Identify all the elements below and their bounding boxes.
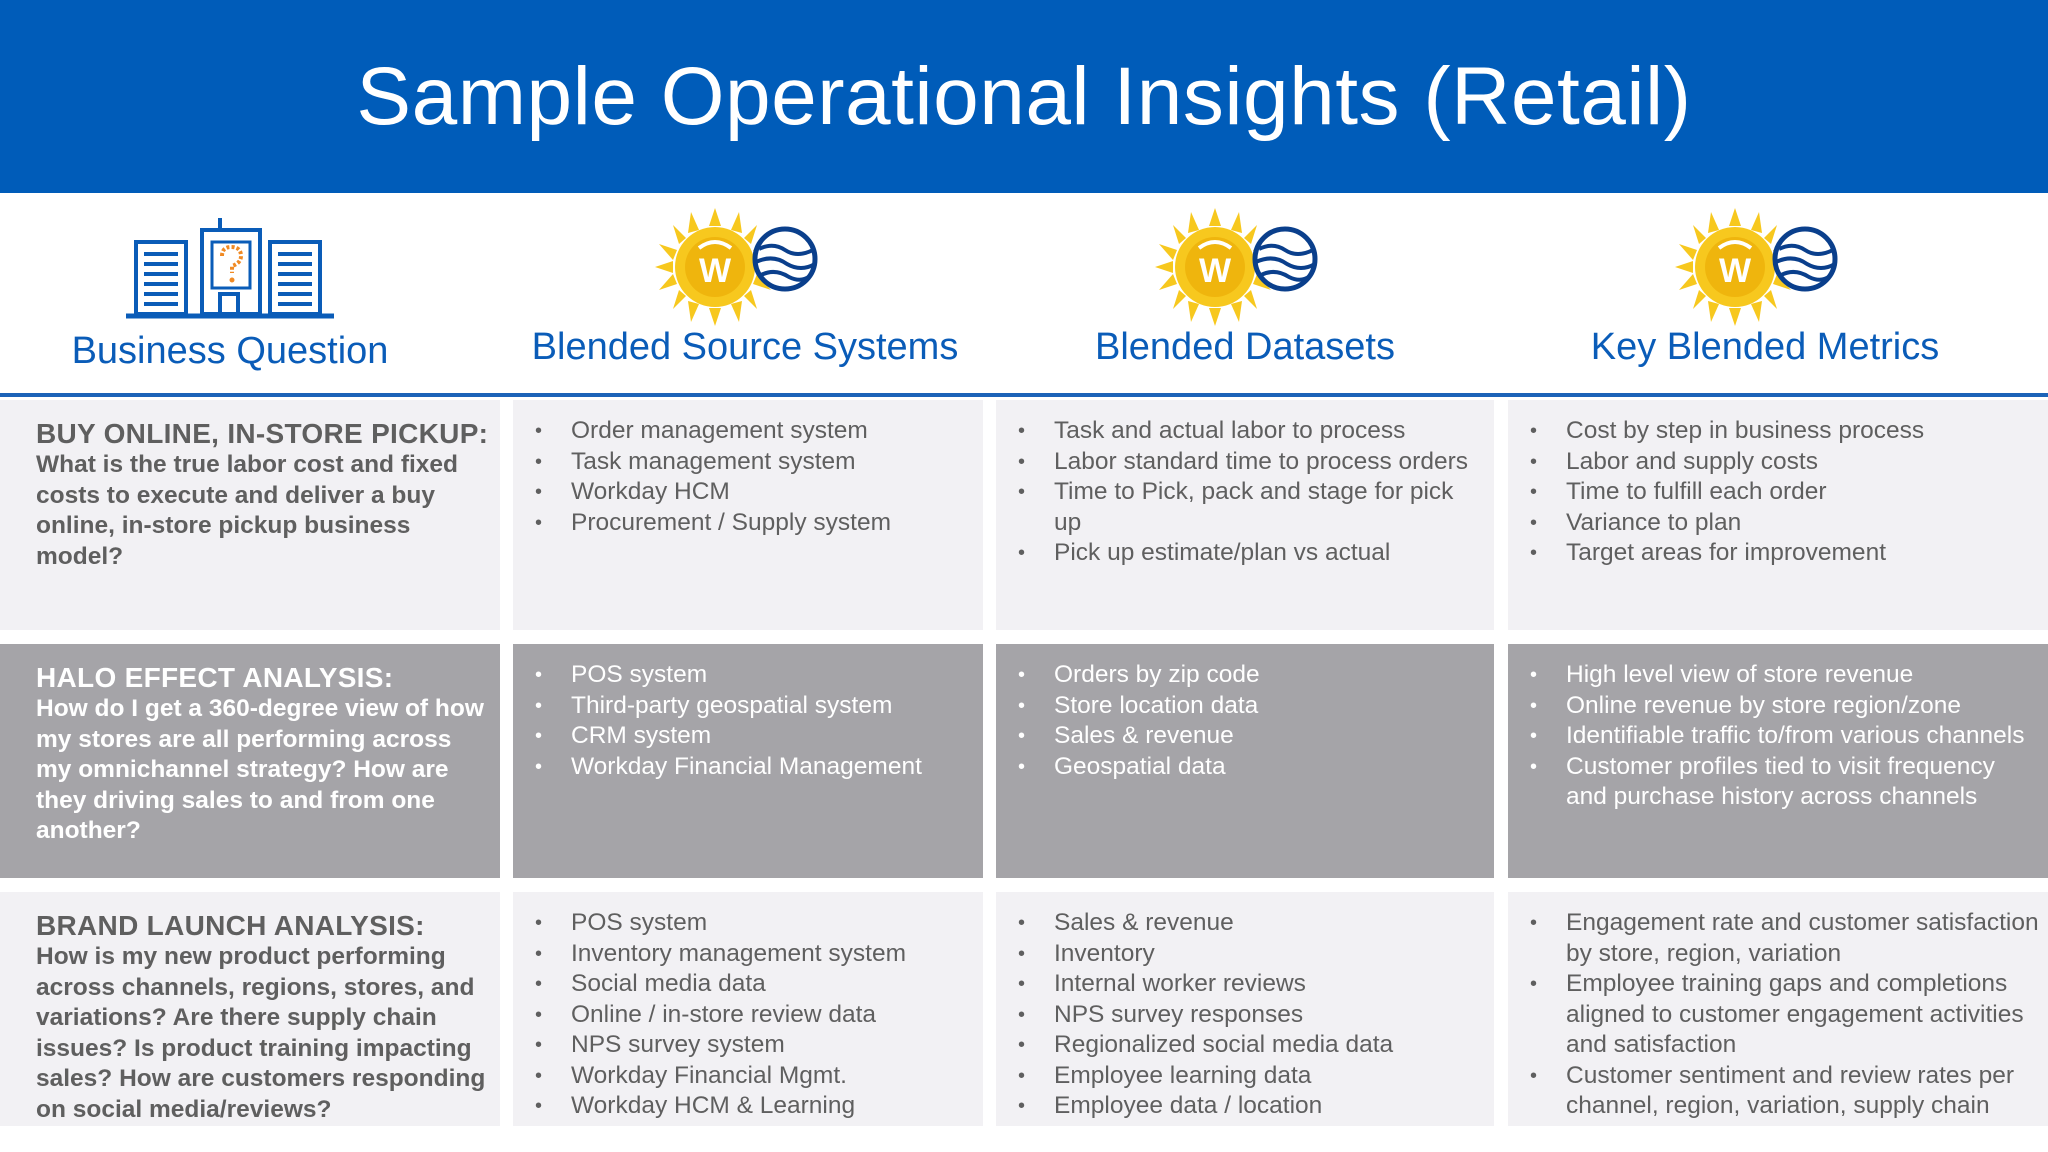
column-label-question: Business Question (71, 330, 389, 372)
list-item: High level view of store revenue (1508, 660, 2040, 691)
question-text: How is my new product performing across … (36, 943, 486, 1123)
list-item: Employee learning data (996, 1061, 1486, 1092)
list-item: Workday HCM & Learning (513, 1091, 975, 1122)
list-item: Pick up estimate/plan vs actual (996, 538, 1486, 569)
column-header-datasets: W Blended Datasets (990, 200, 1500, 390)
list-item: Time to Pick, pack and stage for pick up (996, 477, 1486, 538)
sources-list: POS system Inventory management system S… (513, 908, 975, 1122)
column-label-datasets: Blended Datasets (1095, 326, 1395, 368)
list-item: Identifiable traffic to/from various cha… (1508, 721, 2040, 752)
sources-list: POS system Third-party geospatial system… (513, 660, 975, 782)
list-item: Third-party geospatial system (513, 691, 975, 722)
title-bar: Sample Operational Insights (Retail) (0, 0, 2048, 193)
list-item: Orders by zip code (996, 660, 1486, 691)
page-title: Sample Operational Insights (Retail) (356, 50, 1692, 142)
list-item: Cost by step in business process (1508, 416, 2040, 447)
list-item: Labor and supply costs (1508, 447, 2040, 478)
column-header-sources: W Blended Source Systems (490, 200, 1000, 390)
svg-text:W: W (1719, 252, 1752, 290)
list-item: NPS survey system (513, 1030, 975, 1061)
list-item: Sales & revenue (996, 908, 1486, 939)
list-item: Task and actual labor to process (996, 416, 1486, 447)
column-label-sources: Blended Source Systems (531, 326, 959, 368)
datasets-list: Orders by zip code Store location data S… (996, 660, 1486, 782)
list-item: Customer sentiment and review rates per … (1508, 1061, 2040, 1122)
list-item: CRM system (513, 721, 975, 752)
list-item: POS system (513, 908, 975, 939)
sources-cell: POS system Third-party geospatial system… (513, 644, 983, 878)
question-heading: BUY ONLINE, IN-STORE PICKUP: (36, 418, 489, 449)
list-item: Online / in-store review data (513, 1000, 975, 1031)
column-header-question: Business Question (0, 200, 460, 390)
datasets-list: Sales & revenue Inventory Internal worke… (996, 908, 1486, 1122)
question-cell: BUY ONLINE, IN-STORE PICKUP: What is the… (0, 400, 500, 630)
metrics-list: Engagement rate and customer satisfactio… (1508, 908, 2040, 1122)
list-item: Online revenue by store region/zone (1508, 691, 2040, 722)
list-item: Engagement rate and customer satisfactio… (1508, 908, 2040, 969)
list-item: Employee data / location (996, 1091, 1486, 1122)
metrics-list: Cost by step in business process Labor a… (1508, 416, 2040, 569)
list-item: NPS survey responses (996, 1000, 1486, 1031)
list-item: Regionalized social media data (996, 1030, 1486, 1061)
list-item: Social media data (513, 969, 975, 1000)
list-item: Variance to plan (1508, 508, 2040, 539)
list-item: Customer profiles tied to visit frequenc… (1508, 752, 2040, 813)
workday-sun-globe-icon: W (655, 208, 818, 326)
datasets-cell: Sales & revenue Inventory Internal worke… (996, 892, 1494, 1126)
metrics-cell: High level view of store revenue Online … (1508, 644, 2048, 878)
column-header-metrics: W Key Blended Metrics (1510, 200, 2020, 390)
list-item: Employee training gaps and completions a… (1508, 969, 2040, 1061)
list-item: Time to fulfill each order (1508, 477, 2040, 508)
question-text: What is the true labor cost and fixed co… (36, 451, 459, 570)
list-item: Geospatial data (996, 752, 1486, 783)
buildings-question-icon (126, 218, 334, 319)
list-item: Workday Financial Mgmt. (513, 1061, 975, 1092)
metrics-cell: Cost by step in business process Labor a… (1508, 400, 2048, 630)
list-item: Sales & revenue (996, 721, 1486, 752)
datasets-cell: Task and actual labor to process Labor s… (996, 400, 1494, 630)
list-item: Inventory management system (513, 939, 975, 970)
sources-list: Order management system Task management … (513, 416, 975, 538)
datasets-list: Task and actual labor to process Labor s… (996, 416, 1486, 569)
workday-sun-globe-icon: W (1675, 208, 1838, 326)
list-item: Order management system (513, 416, 975, 447)
list-item: Labor standard time to process orders (996, 447, 1486, 478)
question-cell: BRAND LAUNCH ANALYSIS: How is my new pro… (0, 892, 500, 1126)
workday-sun-globe-icon: W (1155, 208, 1318, 326)
column-label-metrics: Key Blended Metrics (1590, 326, 1940, 368)
list-item: Store location data (996, 691, 1486, 722)
list-item: Target areas for improvement (1508, 538, 2040, 569)
list-item: POS system (513, 660, 975, 691)
list-item: Procurement / Supply system (513, 508, 975, 539)
sources-cell: POS system Inventory management system S… (513, 892, 983, 1126)
list-item: Internal worker reviews (996, 969, 1486, 1000)
datasets-cell: Orders by zip code Store location data S… (996, 644, 1494, 878)
list-item: Workday Financial Management (513, 752, 975, 783)
question-heading: BRAND LAUNCH ANALYSIS: (36, 910, 425, 941)
metrics-list: High level view of store revenue Online … (1508, 660, 2040, 813)
svg-text:W: W (1199, 252, 1232, 290)
list-item: Workday HCM (513, 477, 975, 508)
sources-cell: Order management system Task management … (513, 400, 983, 630)
metrics-cell: Engagement rate and customer satisfactio… (1508, 892, 2048, 1126)
question-cell: HALO EFFECT ANALYSIS: How do I get a 360… (0, 644, 500, 878)
header-divider (0, 393, 2048, 397)
list-item: Inventory (996, 939, 1486, 970)
question-text: How do I get a 360-degree view of how my… (36, 695, 484, 844)
svg-text:W: W (699, 252, 732, 290)
list-item: Task management system (513, 447, 975, 478)
question-heading: HALO EFFECT ANALYSIS: (36, 662, 394, 693)
